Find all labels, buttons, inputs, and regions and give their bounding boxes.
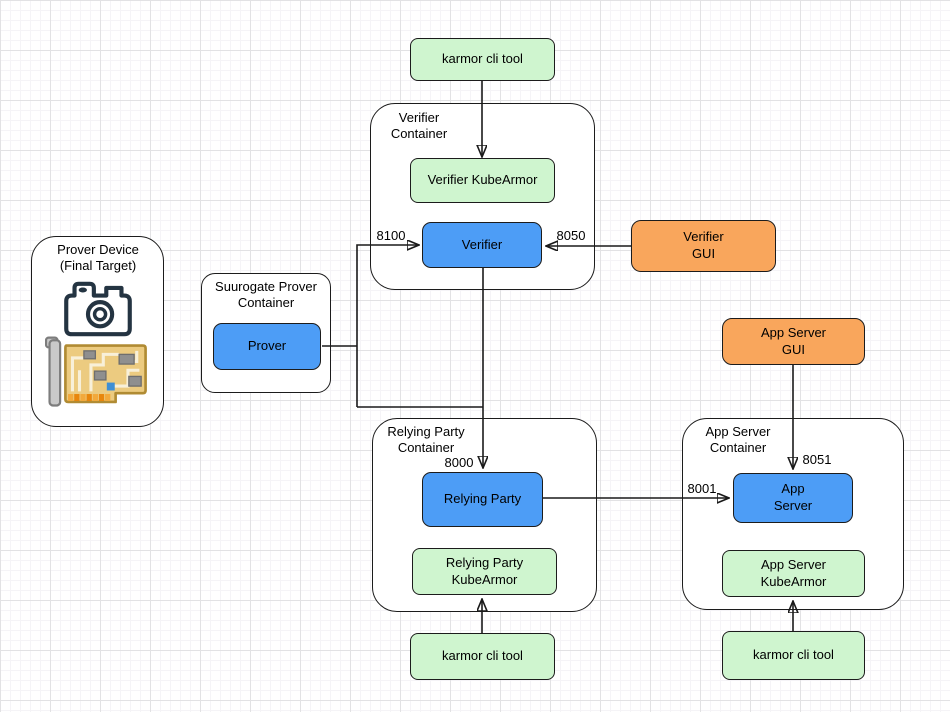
verifier: Verifier xyxy=(422,222,542,268)
app-server-container-label: App Server Container xyxy=(705,424,771,456)
camera-icon xyxy=(63,281,132,337)
verifier-kubearmor: Verifier KubeArmor xyxy=(410,158,555,203)
network-card-icon xyxy=(44,336,147,407)
karmor-cli-tool-bottom-right: karmor cli tool xyxy=(722,631,865,680)
relying-party: Relying Party xyxy=(422,472,543,527)
verifier-gui: Verifier GUI xyxy=(631,220,776,272)
port-label-8100: 8100 xyxy=(376,228,406,243)
app-server-gui: App Server GUI xyxy=(722,318,865,365)
prover-device-icons xyxy=(32,279,163,409)
verifier-container-label: Verifier Container xyxy=(390,110,448,142)
relying-party-kubearmor: Relying Party KubeArmor xyxy=(412,548,557,595)
prover: Prover xyxy=(213,323,321,370)
relying-party-container-label: Relying Party Container xyxy=(387,424,465,456)
port-label-8000: 8000 xyxy=(444,455,474,470)
app-server-kubearmor: App Server KubeArmor xyxy=(722,550,865,597)
prover-device-label: Prover Device (Final Target) xyxy=(57,242,139,274)
port-label-8001: 8001 xyxy=(687,481,717,496)
app-server: App Server xyxy=(733,473,853,523)
surrogate-prover-container-label: Suurogate Prover Container xyxy=(215,279,317,311)
karmor-cli-tool-bottom-left: karmor cli tool xyxy=(410,633,555,680)
prover-device-box: Prover Device (Final Target) xyxy=(31,236,164,427)
port-label-8050: 8050 xyxy=(556,228,586,243)
port-label-8051: 8051 xyxy=(802,452,832,467)
karmor-cli-tool-top: karmor cli tool xyxy=(410,38,555,81)
